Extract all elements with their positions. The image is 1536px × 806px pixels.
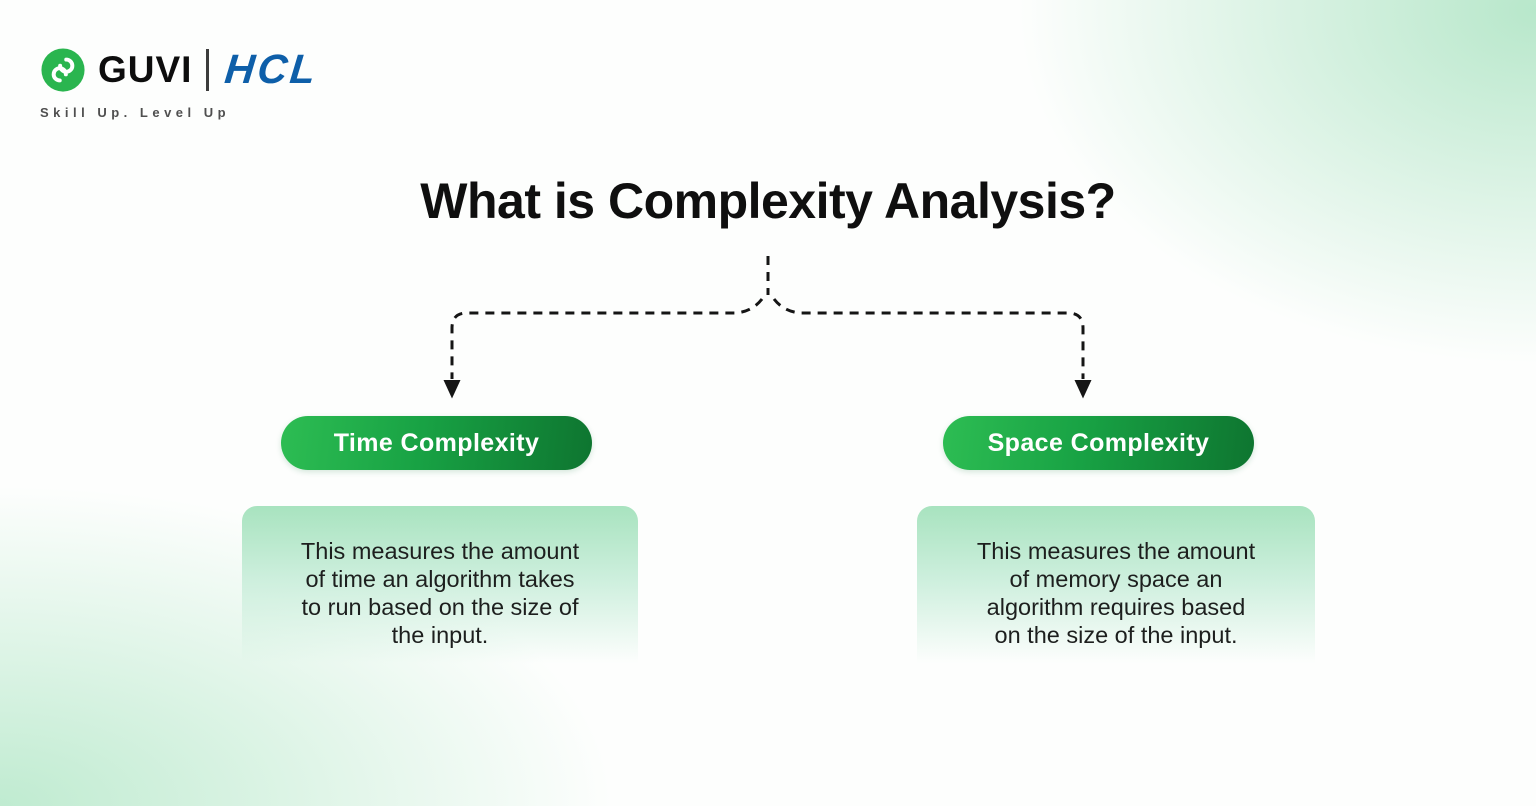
space-complexity-card: This measures the amount of memory space… xyxy=(917,506,1315,681)
space-complexity-label: Space Complexity xyxy=(987,428,1210,457)
brand-divider xyxy=(206,48,210,91)
time-complexity-label: Time Complexity xyxy=(333,428,540,457)
space-complexity-pill: Space Complexity xyxy=(943,416,1254,470)
guvi-wordmark: GUVI xyxy=(98,48,193,90)
brand-tagline: Skill Up. Level Up xyxy=(40,105,231,120)
brand-header: GUVI HCL Skill Up. Level Up xyxy=(40,46,322,120)
arrowhead-right-icon xyxy=(1074,380,1092,399)
time-complexity-card: This measures the amount of time an algo… xyxy=(242,506,638,681)
space-complexity-description: This measures the amount of memory space… xyxy=(976,538,1256,648)
page-title: What is Complexity Analysis? xyxy=(420,173,1116,229)
time-complexity-pill: Time Complexity xyxy=(281,416,592,470)
hcl-wordmark: HCL xyxy=(223,46,322,92)
arrowhead-left-icon xyxy=(443,380,461,399)
connector-right-branch xyxy=(772,298,1085,379)
brand-logo-row: GUVI HCL xyxy=(40,46,322,93)
guvi-logo-icon xyxy=(41,47,85,92)
connector-left-branch xyxy=(450,298,764,379)
time-complexity-description: This measures the amount of time an algo… xyxy=(300,538,580,648)
